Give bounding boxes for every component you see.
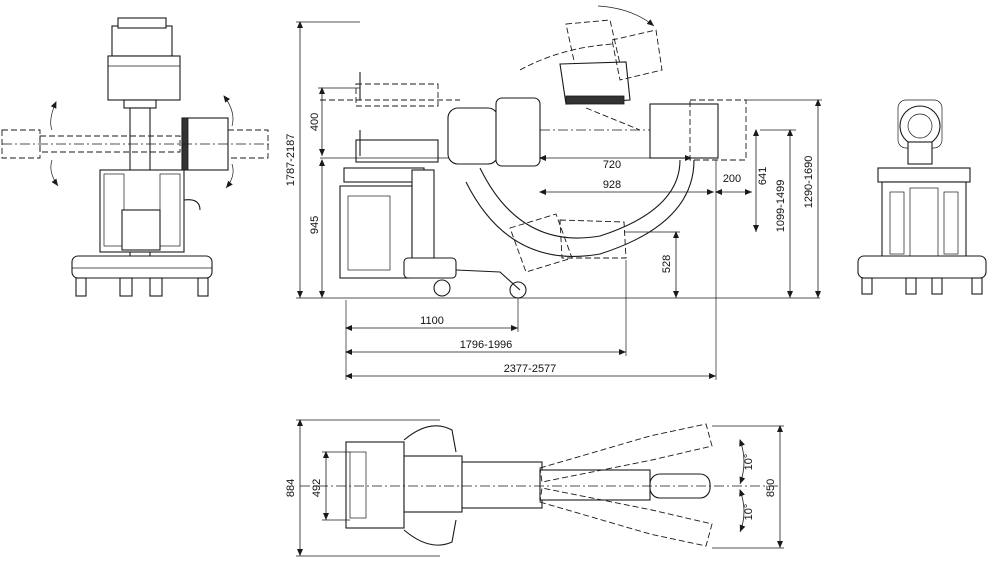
dim-528: 528 [661, 255, 673, 273]
dim-850: 850 [765, 479, 777, 497]
dim-lift-stroke: 400 [309, 113, 321, 131]
front-view [1, 17, 270, 297]
dim-928: 928 [603, 179, 621, 191]
side-view [296, 5, 820, 299]
dim-492: 492 [311, 479, 323, 497]
dim-1100: 1100 [420, 315, 444, 327]
dim-641: 641 [757, 167, 769, 185]
angle-bottom: 10° [743, 504, 755, 521]
dim-base-height: 945 [309, 216, 321, 234]
top-view [300, 423, 780, 547]
dimension-labels: 1787-2187 400 945 720 928 200 641 1099-1… [285, 113, 815, 521]
dim-884: 884 [285, 479, 297, 497]
angle-top: 10° [743, 454, 755, 471]
dim-overall-height: 1787-2187 [285, 134, 297, 187]
dim-1796-1996: 1796-1996 [460, 339, 513, 351]
rear-view [857, 99, 987, 295]
dim-2377-2577: 2377-2577 [504, 363, 557, 375]
dimension-lines [296, 21, 822, 557]
dim-200: 200 [723, 173, 741, 185]
dim-1290-1690: 1290-1690 [803, 156, 815, 209]
dim-1099-1499: 1099-1499 [775, 180, 787, 233]
dim-720: 720 [603, 159, 621, 171]
